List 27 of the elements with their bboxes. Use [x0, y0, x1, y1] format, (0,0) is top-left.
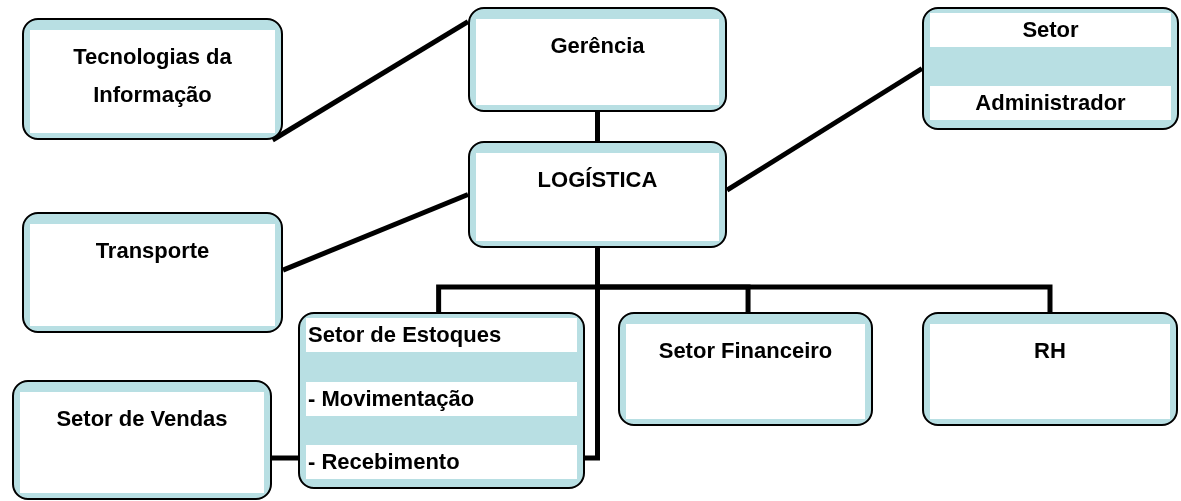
org-box	[12, 380, 272, 500]
org-box	[922, 312, 1178, 426]
connector-line	[585, 248, 600, 461]
connector-line	[725, 66, 924, 193]
org-box	[22, 18, 283, 140]
box-label: Administrador	[975, 90, 1126, 115]
org-box	[922, 7, 1179, 130]
org-box	[618, 312, 873, 426]
box-label: LOGÍSTICA	[537, 167, 658, 192]
box-label: Setor	[1022, 17, 1079, 42]
org-box	[22, 212, 283, 333]
box-label: Transporte	[95, 238, 210, 263]
connector-line	[595, 112, 600, 141]
box-label: - Movimentação	[308, 385, 475, 411]
connector-line	[282, 192, 469, 273]
box-label: RH	[1034, 338, 1066, 363]
box-label: - Recebimento	[308, 449, 460, 474]
box-label: Setor de Vendas	[56, 406, 228, 431]
box-label: Setor de Estoques	[308, 322, 502, 347]
box-label: Setor Financeiro	[658, 338, 833, 363]
connector-line	[272, 455, 298, 461]
box-label: Gerência	[550, 33, 645, 58]
org-box	[298, 312, 585, 489]
box-label: Tecnologias da Informação	[73, 44, 232, 107]
org-box	[468, 7, 727, 112]
connector-line	[271, 19, 470, 143]
org-box	[468, 141, 727, 248]
